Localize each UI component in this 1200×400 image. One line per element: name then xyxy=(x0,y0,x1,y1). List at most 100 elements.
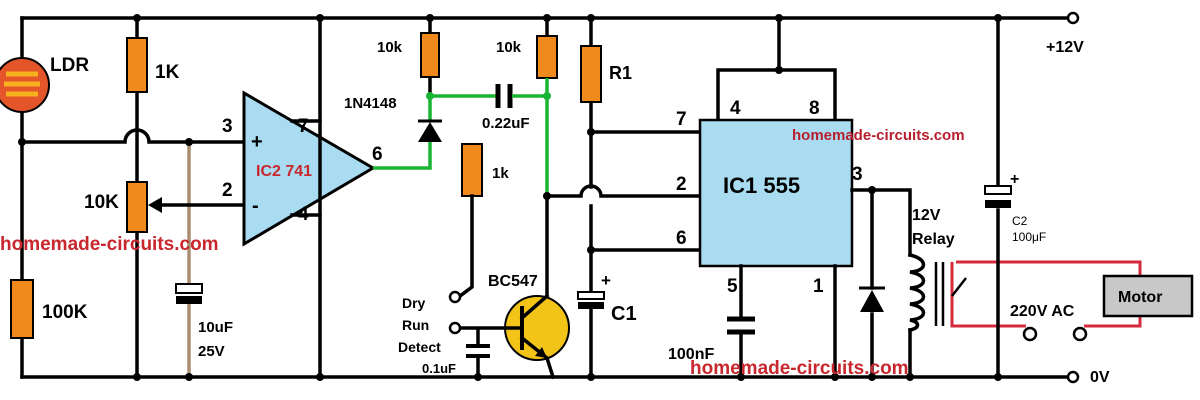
output-wire xyxy=(850,188,912,379)
pin5-wire xyxy=(739,264,837,379)
relay-switch-blade xyxy=(951,277,967,297)
flyback-diode xyxy=(860,290,884,312)
watermark-ic: homemade-circuits.com xyxy=(792,127,965,144)
resistor-1k-mid-label: 1k xyxy=(492,165,509,182)
junction xyxy=(543,14,551,22)
junction xyxy=(994,373,1002,381)
ic555-pin8: 8 xyxy=(809,98,820,119)
capacitor-c1 xyxy=(577,291,605,300)
capacitor-022uf xyxy=(495,84,513,108)
diode-1n4148 xyxy=(418,122,442,142)
junction xyxy=(18,138,26,146)
junction xyxy=(316,14,324,22)
capacitor-c1-plus: + xyxy=(601,271,611,290)
capacitor-c1-plate xyxy=(578,302,604,309)
ic555-pin5: 5 xyxy=(727,276,738,297)
relay-core xyxy=(934,262,945,326)
junction xyxy=(906,373,914,381)
motor-box xyxy=(1102,274,1194,318)
opamp-pin7: 7 xyxy=(298,116,309,137)
junction xyxy=(587,246,595,254)
potentiometer-10k-label: 10K xyxy=(84,192,119,213)
detect-label: Detect xyxy=(398,339,441,355)
ic555-pin7: 7 xyxy=(676,109,687,130)
junction xyxy=(133,14,141,22)
capacitor-100nf-label: 100nF xyxy=(668,346,714,363)
ic555-pin3: 3 xyxy=(852,164,863,185)
capacitor-01uf-label: 0.1uF xyxy=(422,361,456,376)
ic555 xyxy=(698,118,854,268)
potentiometer-10k xyxy=(126,181,148,233)
motor-label: Motor xyxy=(1118,289,1162,306)
resistor-1k-mid xyxy=(461,143,483,197)
capacitor-10uf-label: 10uF xyxy=(198,319,233,336)
opamp-minus: - xyxy=(252,195,259,217)
resistor-1k xyxy=(126,37,148,93)
junction xyxy=(543,192,551,200)
junction xyxy=(185,138,193,146)
capacitor-01uf xyxy=(466,344,490,358)
opamp-pin2: 2 xyxy=(222,180,233,201)
transistor-label: BC547 xyxy=(488,273,538,290)
junction xyxy=(133,373,141,381)
relay-voltage-label: 12V xyxy=(912,207,941,224)
dry-label: Dry xyxy=(402,295,426,311)
ic555-pin1: 1 xyxy=(813,276,824,297)
capacitor-022uf-label: 0.22uF xyxy=(482,115,530,132)
capacitor-c1-label: C1 xyxy=(611,303,637,325)
junction xyxy=(587,14,595,22)
junction xyxy=(831,373,839,381)
cap-01uf-wire xyxy=(459,326,508,379)
dry-run-terminal-top xyxy=(448,290,462,304)
transistor-emitter-arrow xyxy=(535,347,547,358)
junction xyxy=(587,373,595,381)
junction xyxy=(426,14,434,22)
resistor-10k-b xyxy=(536,35,558,79)
junction xyxy=(543,92,551,100)
watermark-left: homemade-circuits.com xyxy=(0,234,219,255)
dry-run-wire xyxy=(457,194,474,299)
ac-terminal-right xyxy=(1072,326,1088,342)
ac-220v-label: 220V AC xyxy=(1010,303,1075,320)
ldr xyxy=(0,57,50,113)
junction xyxy=(426,92,434,100)
opamp-output-wire xyxy=(373,158,432,170)
wiper-arrow xyxy=(148,197,162,213)
relay-coil xyxy=(907,252,926,333)
junction xyxy=(737,373,745,381)
run-label: Run xyxy=(402,317,429,333)
junction xyxy=(994,14,1002,22)
pin3-wire xyxy=(20,128,247,144)
capacitor-10uf-plate xyxy=(176,296,202,304)
opamp-pin3: 3 xyxy=(222,116,233,137)
opamp-741 xyxy=(242,90,376,247)
junction xyxy=(868,373,876,381)
capacitor-100nf xyxy=(727,316,755,335)
positive-terminal xyxy=(1066,11,1080,25)
resistor-r1 xyxy=(580,45,602,103)
resistor-100k-label: 100K xyxy=(42,302,88,323)
opamp-plus: + xyxy=(251,131,263,153)
watermark-bottom: homemade-circuits.com xyxy=(690,358,909,379)
resistor-r1-label: R1 xyxy=(609,63,632,83)
junction xyxy=(185,373,193,381)
capacitor-c2-plate xyxy=(985,200,1011,208)
relay-label: Relay xyxy=(912,231,955,248)
capacitor-c2-plus: + xyxy=(1010,171,1019,188)
capacitor-10uf xyxy=(175,283,203,294)
junction xyxy=(587,128,595,136)
resistor-10k-a-label: 10k xyxy=(377,39,403,56)
capacitor-10uf-voltage: 25V xyxy=(198,343,225,360)
ic555-name: IC1 555 xyxy=(723,173,800,198)
capacitor-c2-value: 100μF xyxy=(1012,230,1046,244)
resistor-10k-b-label: 10k xyxy=(496,39,522,56)
junction xyxy=(775,66,783,74)
ground-terminal xyxy=(1066,370,1080,384)
opamp-name: IC2 741 xyxy=(256,163,312,180)
ic555-pin6: 6 xyxy=(676,228,687,249)
junction xyxy=(775,14,783,22)
supply-12v-label: +12V xyxy=(1046,39,1084,56)
resistor-1k-label: 1K xyxy=(155,62,180,83)
ac-terminal-left xyxy=(1022,326,1038,342)
